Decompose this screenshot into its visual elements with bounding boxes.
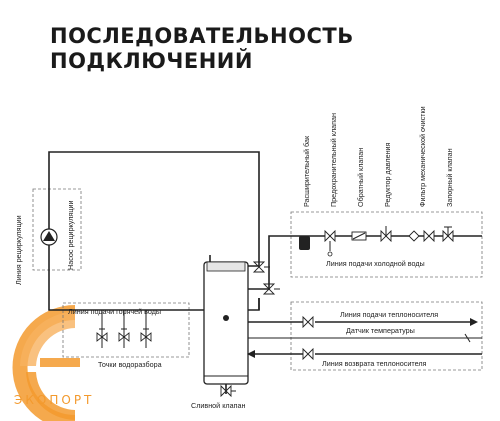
check-valve-label: Обратный клапан <box>356 148 365 207</box>
drain-valve-icon <box>220 384 236 398</box>
safety-valve-label: Предохранительный клапан <box>329 113 338 207</box>
recirc-line-label: Линия рециркуляции <box>14 215 23 285</box>
cold-water-box <box>290 211 483 278</box>
page-title: ПОСЛЕДОВАТЕЛЬНОСТЬ ПОДКЛЮЧЕНИЙ <box>50 24 470 74</box>
filter-icon <box>408 229 435 243</box>
hot-outlet-valve-icon <box>252 261 270 273</box>
water-heater-tank <box>203 261 249 385</box>
filter-label: Фильтр механической очистки <box>418 106 427 207</box>
title-line-1: ПОСЛЕДОВАТЕЛЬНОСТЬ <box>50 24 354 48</box>
safety-valve-icon <box>324 229 336 257</box>
check-valve-icon <box>351 231 367 241</box>
recirc-pump-box <box>32 188 82 271</box>
heat-supply-valve-icon <box>302 315 314 329</box>
recirculation-pump-icon <box>40 228 58 246</box>
expansion-tank-icon <box>299 236 310 250</box>
heating-box <box>290 301 483 371</box>
taps-label: Точки водоразбора <box>98 360 162 369</box>
tap-valve-icon <box>96 328 108 342</box>
pressure-reducer-icon <box>380 226 392 243</box>
tap-valve-icon <box>118 328 130 342</box>
heat-return-valve-icon <box>302 347 314 361</box>
logo-text: ЭКОПОРТ <box>14 393 94 407</box>
shutoff-valve-label: Запорный клапан <box>445 148 454 207</box>
ekoport-logo: ЭКОПОРТ <box>12 305 94 421</box>
tap-valve-icon <box>140 328 152 342</box>
recirc-pump-label: Насос рециркуляции <box>66 201 75 270</box>
pressure-reducer-label: Редуктор давления <box>383 142 392 207</box>
heat-supply-label: Линия подачи теплоносителя <box>340 310 438 319</box>
title-line-2: ПОДКЛЮЧЕНИЙ <box>50 49 253 73</box>
hot-water-box <box>62 302 190 358</box>
drain-valve-label: Сливной клапан <box>191 401 246 410</box>
shutoff-valve-icon <box>442 226 454 243</box>
sensor-label: Датчик температуры <box>346 326 415 335</box>
cold-supply-label: Линия подачи холодной воды <box>326 259 425 268</box>
hot-supply-label: Линия подачи горячей воды <box>68 307 161 316</box>
expansion-tank-label: Расширительный бак <box>302 135 311 207</box>
heat-return-label: Линия возврата теплоносителя <box>322 359 427 368</box>
